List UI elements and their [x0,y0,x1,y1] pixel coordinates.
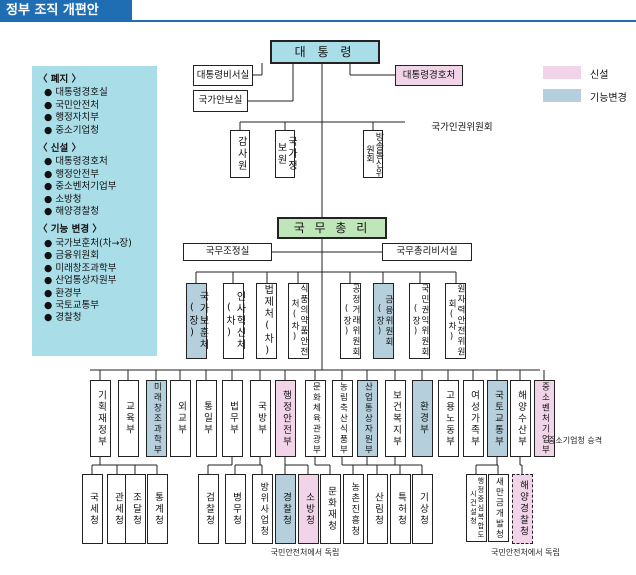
ministry-box: 환경부 [412,380,433,457]
ministry-box: 해양수산부 [510,380,531,457]
ministry-box: 국방부 [250,380,271,457]
agency-box-anti-corruption-commission: 국민권익위원회(장) [409,283,430,359]
ministry-box: 문화체육관광부 [305,380,326,457]
new-title: 〈 신설 〉 [38,143,82,155]
ministry-box: 고용노동부 [438,380,459,457]
changed-title: 〈 기능 변경 〉 [38,224,102,236]
abolished-list: ● 대통령경호실 ● 국민안전처 ● 행정자치부 ● 중소기업청 [38,87,153,137]
list-item: ● 미래창조과학부 [44,262,117,274]
list-item: ● 금융위원회 [44,250,100,262]
agency-office-box: 병무청 [225,474,246,544]
list-item: ● 중소벤처기업부 [44,181,117,193]
ministry-box: 국토교통부 [487,380,508,457]
coast-guard-note: 국민안전처에서 독립 [491,548,560,557]
agency-box-fair-trade-commission: 공정거래위원회(장) [340,283,361,359]
ministry-box: 교육부 [118,380,139,457]
list-item: ● 경찰청 [44,312,82,324]
list-item: ● 국토교통부 [44,299,100,311]
page-title: 정부 조직 개편안 [0,0,132,22]
agency-box-nuclear-safety-commission: 원자력안전위원회(차) [445,283,466,359]
agency-office-box: 해양경찰청 [512,474,533,544]
ministry-box: 기획재정부 [90,380,111,457]
presidential-secretariat-box: 대통령비서실 [193,65,253,86]
ministry-box: 통일부 [196,380,217,457]
agency-office-box: 조달청 [125,474,146,544]
list-item: ● 행정자치부 [44,112,100,124]
agency-box-personnel-management: 인사혁신처(차) [223,283,245,359]
nis-box: 국가정보원 [275,130,297,178]
agency-office-box: 특허청 [390,474,411,544]
human-rights-commission-label: 국가인권위원회 [430,120,494,136]
president-box: 대 통 령 [270,40,380,64]
agency-office-box: 통계청 [147,474,168,544]
changes-panel: 〈 폐지 〉 ● 대통령경호실 ● 국민안전처 ● 행정자치부 ● 중소기업청 … [32,66,157,356]
agency-office-box: 경찰청 [275,474,296,544]
agency-office-box: 국세청 [82,474,103,544]
presidential-security-service-box: 대통령경호처 [395,65,463,86]
title-rule [0,20,636,22]
agency-office-box: 기상청 [412,474,433,544]
ministry-box: 보건복지부 [385,380,406,457]
agency-office-box: 소방청 [298,474,319,544]
list-item: ● 대통령경호실 [44,87,108,99]
agency-office-box: 산림청 [367,474,388,544]
pm-secretariat-box: 국무총리비서실 [382,243,472,261]
changed-list: ● 국가보훈처(차→장) ● 금융위원회 ● 미래창조과학부 ● 산업통상자원부… [38,238,153,325]
list-item: ● 국가보훈처(차→장) [44,237,132,249]
agency-office-box: 문화재청 [320,474,341,544]
agency-office-box: 검찰청 [198,474,219,544]
agency-box-legislation: 법제처(차) [256,283,277,359]
legend-changed-swatch [543,89,581,102]
list-item: ● 소방청 [44,193,82,205]
pm-coordination-office-box: 국무조정실 [183,243,272,261]
agency-box-financial-services-commission: 금융위원회(장) [373,283,394,359]
list-item: ● 산업통상자원부 [44,275,117,287]
prime-minister-box: 국 무 총 리 [277,217,387,239]
ministry-box: 미래창조과학부 [146,380,167,457]
new-list: ● 대통령경호처 ● 행정안전부 ● 중소벤처기업부 ● 소방청 ● 해양경찰청 [38,156,153,218]
agency-office-box: 농촌진흥청 [343,474,364,544]
ministry-box: 외교부 [170,380,191,457]
agency-box-veterans-affairs: 국가보훈처(장) [186,283,208,359]
legend-new-swatch [543,66,581,79]
list-item: ● 대통령경호처 [44,156,108,168]
ministry-box: 농림축산식품부 [332,380,353,457]
list-item: ● 해양경찰청 [44,206,100,218]
list-item: ● 행정안전부 [44,168,100,180]
ministry-box: 법무부 [222,380,243,457]
agency-office-box: 행정중심복합도시건설청 [466,474,487,542]
kcc-box: 방송통신위원회 [363,130,384,178]
agency-office-box: 새만금개발청 [488,474,509,542]
legend-new-label: 신설 [590,70,609,81]
national-security-office-box: 국가안보실 [193,90,248,112]
audit-board-box: 감사원 [230,130,250,178]
list-item: ● 환경부 [44,287,82,299]
list-item: ● 중소기업청 [44,124,100,136]
abolished-title: 〈 폐지 〉 [38,74,82,85]
ministry-box: 산업통상자원부 [357,380,378,457]
list-item: ● 국민안전처 [44,99,100,111]
title-bar: 정부 조직 개편안 [0,0,636,22]
legend-changed-label: 기능변경 [590,93,627,104]
ministry-box: 여성가족부 [463,380,484,457]
smba-note: 중소기업청 승격 [548,436,603,445]
agency-office-box: 방위사업청 [252,474,273,544]
ministry-box: 행정안전부 [275,380,296,457]
agency-box-food-drug-safety: 식품의약품안전처(차) [288,283,309,359]
fire-agency-note: 국민안전처에서 독립 [270,548,340,557]
ministry-box: 중소벤처기업부 [534,380,555,457]
